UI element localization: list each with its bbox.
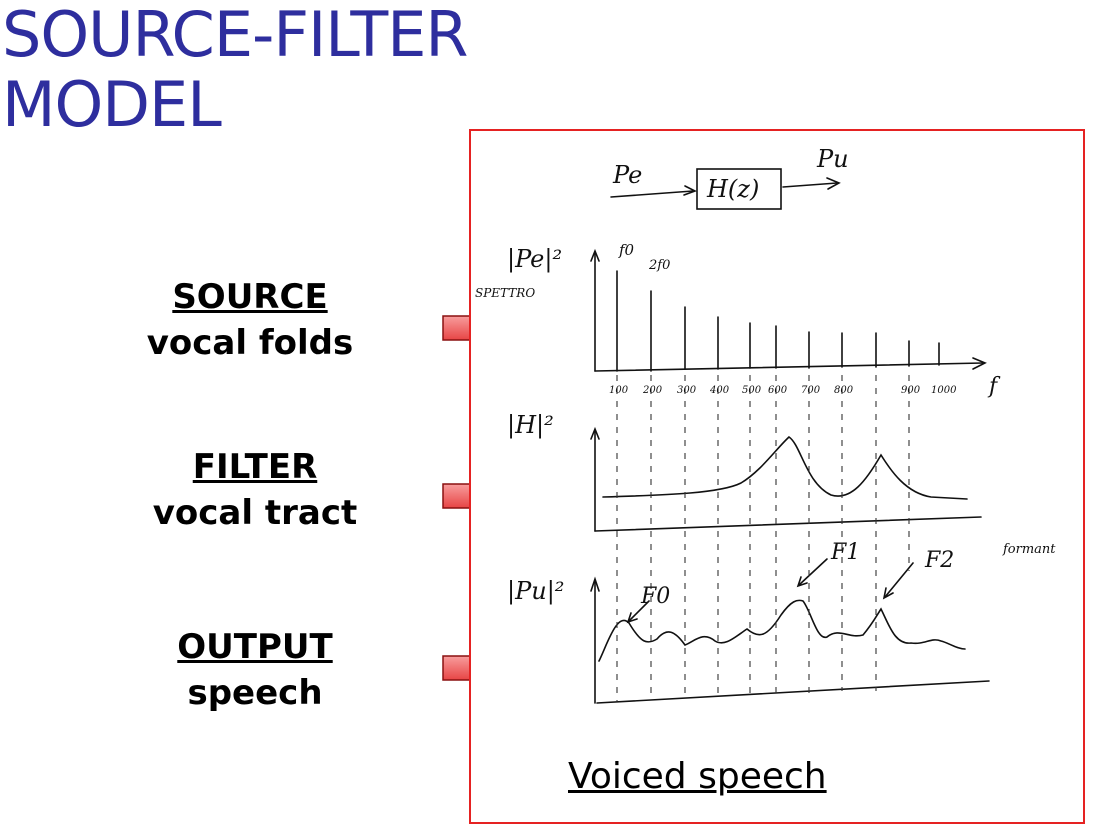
frequency-tick-label: 500 (742, 385, 762, 396)
filter-label: FILTER vocal tract (145, 444, 365, 536)
block-output-label: Pu (816, 145, 849, 173)
output-spectrum-curve (598, 599, 966, 662)
frequency-tick-label: 1000 (931, 385, 957, 396)
filter-x-axis (594, 516, 982, 532)
frequency-tick-label: 700 (801, 385, 821, 396)
f0-pointer (628, 600, 650, 622)
source-x-axis (594, 362, 984, 372)
h-block-box (696, 168, 782, 210)
frequency-tick-label: 300 (677, 385, 697, 396)
source-label: SOURCE vocal folds (140, 274, 360, 366)
frequency-tick-label: 100 (609, 385, 629, 396)
source-y-label: |Pe|² (507, 245, 562, 274)
frequency-tick-label: 900 (901, 385, 921, 396)
source-note: SPETTRO (475, 286, 535, 300)
two-f0-label: 2f0 (648, 258, 670, 273)
input-line (610, 190, 694, 198)
filter-heading: FILTER (192, 447, 318, 487)
output-x-axis (596, 680, 990, 704)
block-label: H(z) (706, 175, 759, 203)
f1-output-label: F1 (830, 540, 860, 565)
f0-label: f0 (618, 241, 635, 259)
f0-output-label: F0 (640, 584, 670, 609)
f2-pointer (884, 562, 914, 598)
output-subtitle: speech (187, 673, 323, 713)
filter-y-label: |H|² (507, 411, 554, 440)
frequency-tick-labels: 100 200 300 400 500 600 700 800 900 1000 (609, 385, 957, 396)
output-heading: OUTPUT (177, 627, 333, 667)
frequency-tick-label: 200 (642, 385, 663, 396)
voiced-speech-caption: Voiced speech (568, 756, 827, 797)
frequency-tick-label: 600 (768, 385, 788, 396)
slide-title: SOURCE-FILTER MODEL (2, 0, 468, 141)
filter-subtitle: vocal tract (152, 493, 358, 533)
output-line (782, 182, 838, 188)
f1-pointer (798, 558, 828, 586)
x-axis-label: f (987, 374, 1001, 399)
filter-response-curve (602, 435, 968, 500)
title-line-2: MODEL (2, 68, 222, 141)
frequency-tick-label: 400 (709, 385, 730, 396)
block-input-label: Pe (612, 161, 642, 189)
source-filter-sketch: Pe H(z) Pu |Pe|² SPETTRO f0 2f0 |H|² |Pu… (475, 145, 1056, 704)
title-line-1: SOURCE-FILTER (2, 0, 468, 71)
source-subtitle: vocal folds (146, 323, 354, 363)
frequency-tick-label: 800 (834, 385, 854, 396)
output-y-label: |Pu|² (507, 577, 564, 606)
formant-note: formant (1002, 542, 1056, 557)
f2-output-label: F2 (924, 548, 954, 573)
handwritten-sketch-frame: Pe H(z) Pu |Pe|² SPETTRO f0 2f0 |H|² |Pu… (469, 129, 1085, 824)
output-label: OUTPUT speech (145, 624, 365, 716)
source-heading: SOURCE (172, 277, 328, 317)
